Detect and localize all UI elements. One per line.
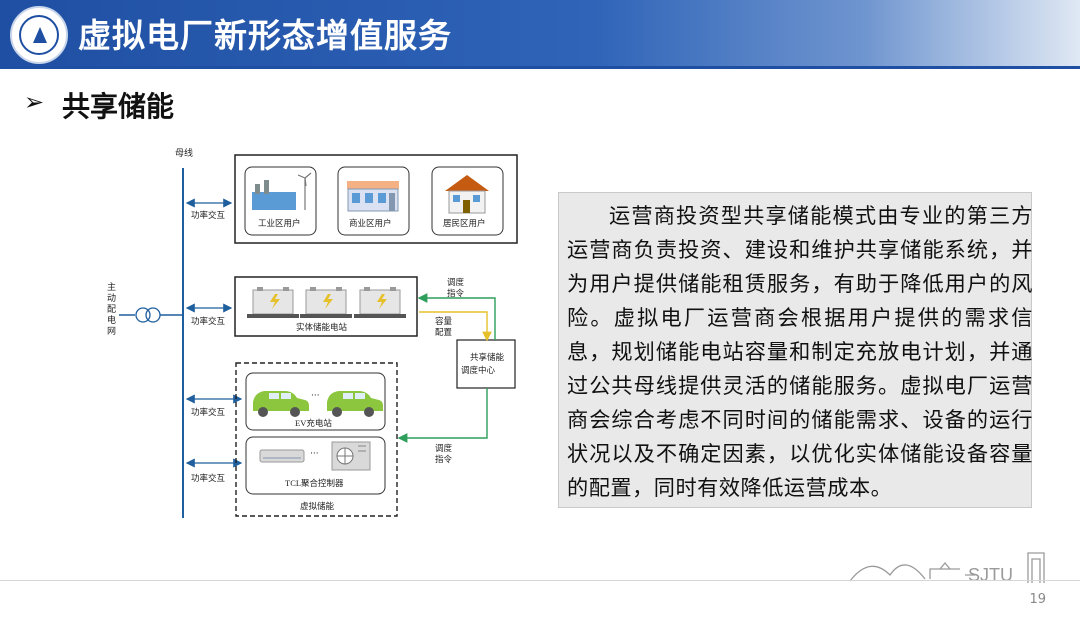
section-title: 共享储能 xyxy=(62,90,175,123)
station-box xyxy=(234,276,418,337)
factory-icon xyxy=(252,172,312,210)
virtual-storage-box xyxy=(235,362,398,517)
page-number: 19 xyxy=(1029,592,1046,607)
slide-title: 虚拟电厂新形态增值服务 xyxy=(78,16,452,55)
transformer-icon-b xyxy=(145,307,161,323)
header-divider xyxy=(0,66,1080,69)
exchange-label-tcl: 功率交互 xyxy=(191,473,226,483)
exchange-label-users: 功率交互 xyxy=(191,210,226,220)
car-icon-1 xyxy=(253,391,309,417)
tcl-controller-label: TCL聚合控制器 xyxy=(285,478,344,488)
dispatch-cmd-bottom-1: 调度 xyxy=(435,443,453,453)
users-box xyxy=(234,154,518,244)
grid-label-2: 动 xyxy=(107,293,116,303)
dispatch-cmd-bottom-2: 指令 xyxy=(435,454,453,464)
dispatch-arrow-bottom xyxy=(397,388,488,443)
dispatch-center-line2: 调度中心 xyxy=(461,365,496,375)
dispatch-center-box xyxy=(456,339,516,389)
grid-label-4: 电 xyxy=(107,314,116,325)
grid-label: 主 动 配 电 网 xyxy=(107,281,118,336)
ev-ellipsis: ··· xyxy=(311,391,320,401)
grid-label-5: 网 xyxy=(107,326,116,336)
footer-divider xyxy=(0,580,1080,581)
dispatch-cmd-top-2: 指令 xyxy=(447,288,465,298)
ac-outdoor-icon xyxy=(331,441,371,471)
ev-station-label: EV充电站 xyxy=(295,418,332,428)
capacity-config-1: 容量 xyxy=(435,316,453,326)
commercial-user-label: 商业区用户 xyxy=(349,218,392,228)
capacity-config-arrow xyxy=(419,311,492,342)
bullet-arrow-icon: ➢ xyxy=(24,88,45,116)
university-logo xyxy=(10,6,68,64)
ac-indoor-icon xyxy=(259,449,305,463)
logo-emblem xyxy=(33,27,47,43)
car-icon-2 xyxy=(327,391,383,417)
shop-icon xyxy=(347,181,399,212)
dispatch-cmd-top-1: 调度 xyxy=(447,277,465,287)
dispatch-arrow-top xyxy=(417,293,496,340)
ev-station-card xyxy=(245,372,386,431)
shared-storage-diagram: 母线 主 动 配 电 网 功率交互 功率交互 功率交互 功率交互 工业区用户 商… xyxy=(107,147,518,518)
sjtu-skyline-logo: SJTU xyxy=(850,552,1045,585)
exchange-label-ev: 功率交互 xyxy=(191,407,226,417)
capacity-config-label: 容量 配置 xyxy=(435,316,454,337)
battery-icon-3 xyxy=(354,287,406,318)
dispatch-cmd-bottom-label: 调度 指令 xyxy=(435,443,454,464)
grid-label-3: 配 xyxy=(107,304,116,314)
sjtu-text: SJTU xyxy=(968,565,1013,585)
exchange-label-station: 功率交互 xyxy=(191,316,226,326)
bus-label: 母线 xyxy=(175,147,193,158)
battery-icon-1 xyxy=(247,287,299,318)
grid-label-1: 主 xyxy=(107,281,116,292)
capacity-config-2: 配置 xyxy=(435,327,453,337)
transformer-icon-a xyxy=(135,307,151,323)
residential-user-label: 居民区用户 xyxy=(443,218,486,228)
station-label: 实体储能电站 xyxy=(296,322,348,332)
dispatch-cmd-top-label: 调度 指令 xyxy=(447,277,466,298)
description-text: 运营商投资型共享储能模式由专业的第三方运营商负责投资、建设和维护共享储能系统，并… xyxy=(567,203,1033,500)
header-bar xyxy=(0,0,1080,66)
description-box xyxy=(558,192,1032,508)
dispatch-center-label: 共享储能 调度中心 xyxy=(461,352,506,375)
battery-icon-2 xyxy=(300,287,352,318)
industrial-user-label: 工业区用户 xyxy=(258,218,301,228)
dispatch-center-line1: 共享储能 xyxy=(470,352,505,362)
virtual-storage-label: 虚拟储能 xyxy=(300,501,335,511)
house-icon xyxy=(445,175,489,214)
tcl-ellipsis: ··· xyxy=(310,449,319,459)
logo-ring xyxy=(19,15,59,55)
